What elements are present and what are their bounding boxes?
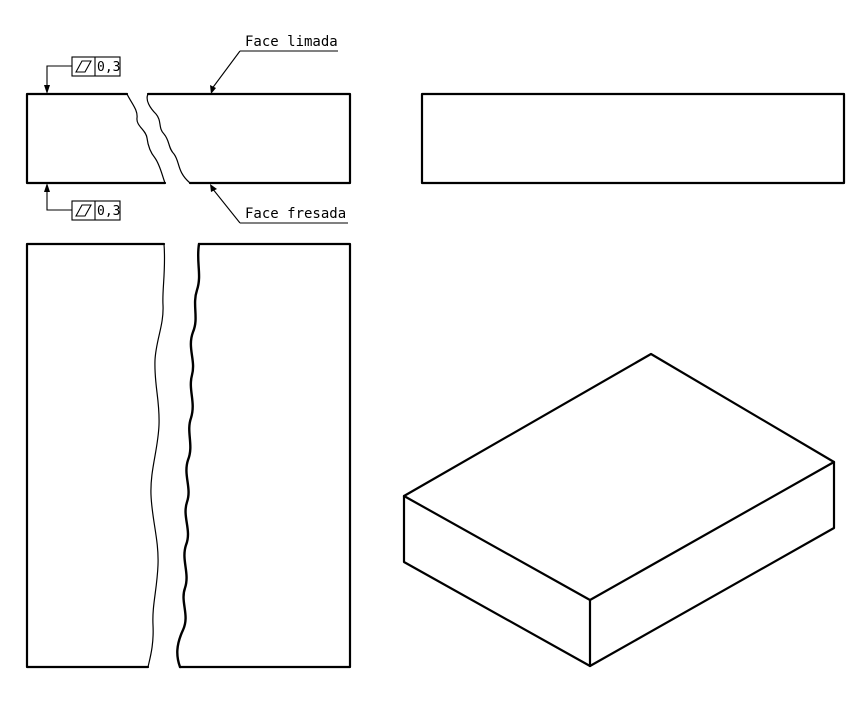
tolerance-bottom-value: 0,3 <box>97 204 120 219</box>
tolerance-bottom-arrowhead <box>44 183 50 192</box>
face-limada-callout: Face limada <box>210 34 338 94</box>
isometric-outline <box>402 352 836 668</box>
tolerance-bottom-frame <box>71 200 121 221</box>
top-view-break-line-left <box>147 243 166 668</box>
face-fresada-arrowhead <box>210 184 217 192</box>
face-limada-label: Face limada <box>245 34 338 50</box>
face-fresada-leader <box>211 187 241 224</box>
face-limada-leader <box>210 50 241 91</box>
flatness-icon <box>75 60 92 73</box>
face-limada-arrowhead <box>210 85 216 94</box>
side-view <box>420 92 846 185</box>
tolerance-bottom-leader <box>46 189 72 211</box>
tolerance-frame-top: 0,3 <box>44 56 121 94</box>
front-view-left-part <box>25 92 167 185</box>
tolerance-top-arrowhead <box>44 85 50 94</box>
flatness-icon <box>75 204 92 217</box>
front-view-break-line-right <box>146 93 191 184</box>
tolerance-top-leader <box>46 65 72 88</box>
tolerance-frame-bottom: 0,3 <box>44 183 121 221</box>
front-view <box>25 92 352 185</box>
top-view-right-part <box>178 242 352 669</box>
face-fresada-callout: Face fresada <box>210 184 348 224</box>
tolerance-top-value: 0,3 <box>97 60 120 75</box>
face-fresada-label: Face fresada <box>245 206 346 222</box>
isometric-view <box>402 352 836 668</box>
top-view-break-line-right <box>176 242 201 669</box>
top-view-left-part <box>25 242 166 669</box>
front-view-right-part <box>146 92 352 185</box>
front-view-break-line-left <box>126 93 166 184</box>
top-view <box>25 242 352 669</box>
isometric-front-edges <box>402 460 836 668</box>
tolerance-top-frame <box>71 56 121 77</box>
